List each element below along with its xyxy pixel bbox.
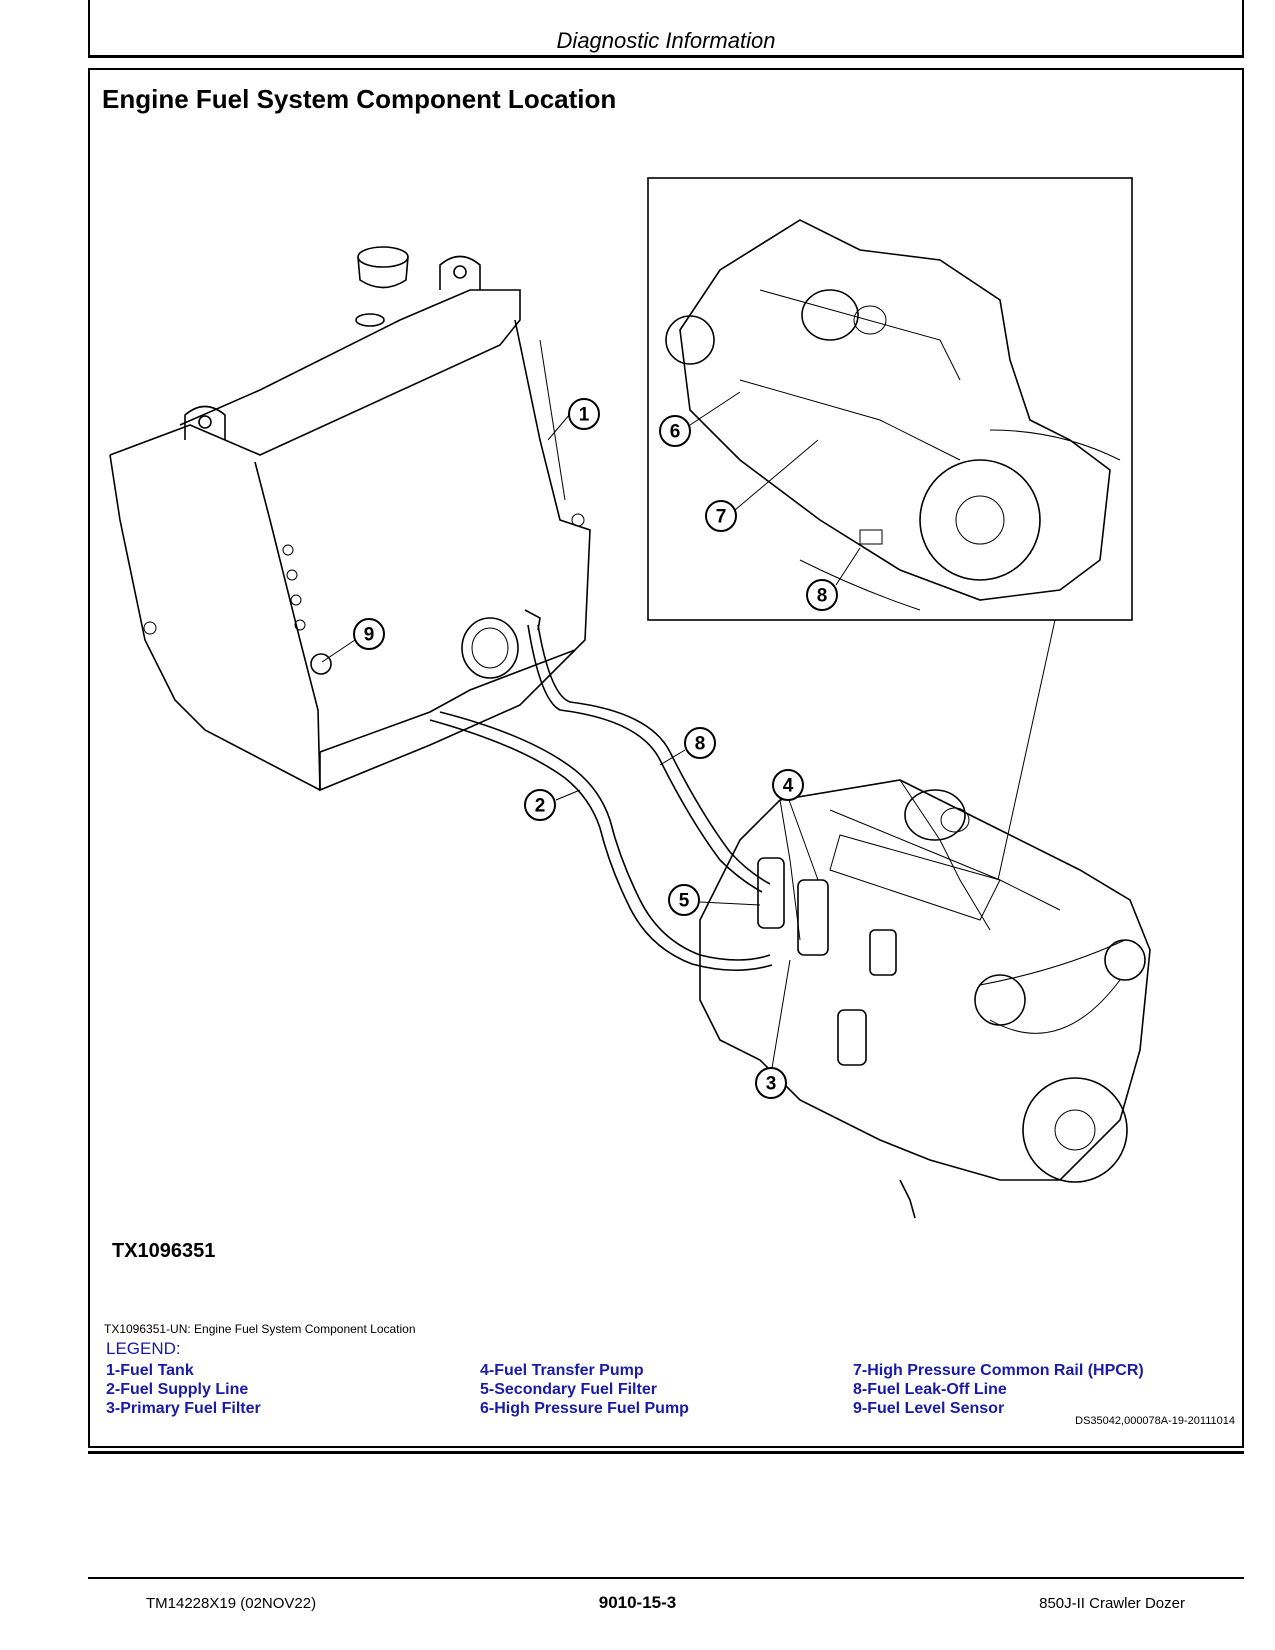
svg-text:9: 9 [364,625,375,646]
svg-text:6: 6 [670,422,681,443]
svg-text:3: 3 [766,1074,777,1095]
svg-text:8: 8 [817,586,828,607]
svg-text:2: 2 [535,796,546,817]
callout-9: 9 [353,618,385,650]
section-frame [88,68,1244,1448]
engine-drawing [699,779,1151,1219]
page-header: Diagnostic Information [88,0,1244,58]
legend-item: 5-Secondary Fuel Filter [480,1381,657,1398]
callout-8-main: 8 [684,727,716,759]
legend-column-2: 4-Fuel Transfer Pump 5-Secondary Fuel Fi… [480,1361,689,1418]
section-divider [88,1451,1244,1454]
legend-item: 8-Fuel Leak-Off Line [853,1381,1007,1398]
fuel-tank-drawing [109,246,591,792]
legend-item: 7-High Pressure Common Rail (HPCR) [853,1362,1144,1379]
figure-caption: TX1096351-UN: Engine Fuel System Compone… [104,1322,416,1336]
svg-text:7: 7 [716,507,727,528]
callout-5: 5 [668,884,700,916]
svg-text:5: 5 [679,891,690,912]
legend-item: 1-Fuel Tank [106,1362,194,1379]
legend-column-1: 1-Fuel Tank 2-Fuel Supply Line 3-Primary… [106,1361,261,1418]
legend-item: 2-Fuel Supply Line [106,1381,249,1398]
svg-text:1: 1 [579,405,590,426]
legend-item: 3-Primary Fuel Filter [106,1400,261,1417]
legend-item: 9-Fuel Level Sensor [853,1400,1005,1417]
inset-engine-drawing [665,219,1121,611]
svg-text:8: 8 [695,734,706,755]
document-reference: DS35042,000078A-19-20111014 [1075,1415,1235,1427]
callout-8-inset: 8 [806,579,838,611]
footer-divider [88,1577,1244,1579]
legend-column-3: 7-High Pressure Common Rail (HPCR) 8-Fue… [853,1361,1144,1418]
legend-heading: LEGEND: [106,1339,181,1358]
header-title: Diagnostic Information [556,28,776,53]
legend-item: 4-Fuel Transfer Pump [480,1362,644,1379]
legend-item: 6-High Pressure Fuel Pump [480,1400,689,1417]
footer-manual-id: TM14228X19 (02NOV22) [146,1595,317,1612]
callout-6: 6 [659,415,691,447]
footer-machine-name: 850J-II Crawler Dozer [1039,1595,1185,1612]
svg-text:4: 4 [783,776,794,797]
callout-7: 7 [705,500,737,532]
callout-4: 4 [772,769,804,801]
inset-frame [647,177,1133,621]
inset-pointer-line [997,619,1056,881]
footer-page-number: 9010-15-3 [598,1593,677,1612]
callout-2: 2 [524,789,556,821]
callout-3: 3 [755,1067,787,1099]
section-title: Engine Fuel System Component Location [102,84,617,114]
callout-1: 1 [568,398,600,430]
figure-id: TX1096351 [112,1240,216,1262]
callout-leader-lines [321,391,861,1069]
fuel-system-illustration: 1 2 3 4 5 6 7 8 8 9 [109,177,1151,1219]
